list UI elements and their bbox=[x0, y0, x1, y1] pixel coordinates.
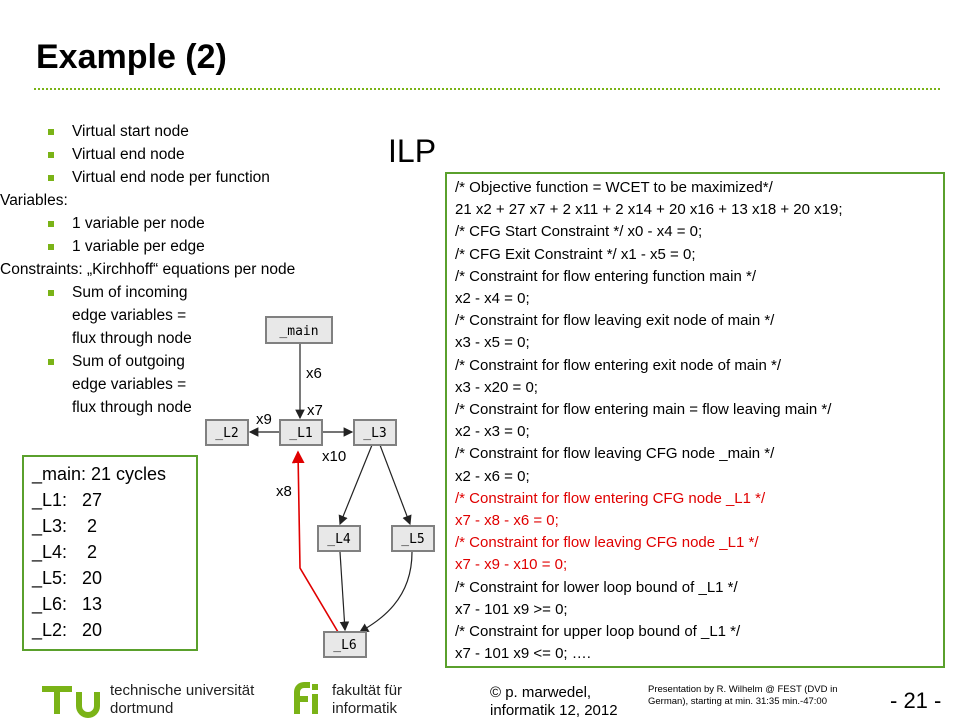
ilp-line: /* Constraint for upper loop bound of _L… bbox=[455, 623, 741, 640]
title-divider bbox=[34, 88, 940, 92]
author-line-1: © p. marwedel, bbox=[490, 684, 592, 701]
svg-text:dortmund: dortmund bbox=[110, 700, 173, 717]
cfg-node-label: _L3 bbox=[363, 426, 386, 441]
bullet-item: Sum of incoming bbox=[48, 284, 187, 302]
cfg-node-label: _L2 bbox=[215, 426, 238, 441]
bullet-item: edge variables = bbox=[72, 307, 187, 324]
bullet-item: 1 variable per node bbox=[48, 215, 205, 233]
ilp-line: /* Constraint for flow entering exit nod… bbox=[455, 356, 782, 374]
edge-label-x8: x8 bbox=[276, 483, 292, 500]
ilp-heading: ILP bbox=[388, 133, 437, 169]
fi-logo: fakultät für informatik bbox=[294, 682, 402, 717]
ilp-line: x3 - x20 = 0; bbox=[455, 378, 538, 396]
bullet-item: 1 variable per edge bbox=[48, 238, 205, 256]
bullet-item: Virtual end node bbox=[48, 146, 185, 164]
ilp-line: /* Objective function = WCET to be maxim… bbox=[455, 179, 773, 196]
ilp-line: /* Constraint for flow entering function… bbox=[455, 267, 756, 285]
ilp-line: x2 - x4 = 0; bbox=[455, 290, 530, 307]
ilp-line: x3 - x5 = 0; bbox=[455, 334, 530, 352]
section-label: Constraints: „Kirchhoff“ equations per n… bbox=[0, 261, 296, 278]
cycle-cost-line: _main: 21 cycles bbox=[32, 464, 167, 484]
ilp-line: /* Constraint for flow leaving exit node… bbox=[455, 312, 775, 330]
ilp-line-highlighted: x7 - x9 - x10 = 0; bbox=[455, 556, 568, 574]
edge-l3-l5 bbox=[379, 444, 412, 526]
bullet-item: edge variables = bbox=[72, 376, 187, 393]
cfg-node-label: _L4 bbox=[327, 532, 351, 547]
bullet-item: flux through node bbox=[72, 399, 192, 416]
ilp-line: x2 - x6 = 0; bbox=[455, 467, 530, 485]
cfg-node-l5: _L5 bbox=[391, 525, 435, 552]
tu-dortmund-logo: technische universität dortmund bbox=[42, 682, 255, 718]
ilp-line: x2 - x3 = 0; bbox=[455, 423, 530, 441]
bullet-item: Virtual start node bbox=[48, 123, 189, 141]
cycle-cost-line: _L5: 20 bbox=[32, 568, 103, 588]
ilp-line: x7 - 101 x9 >= 0; bbox=[455, 600, 568, 618]
cfg-node-label: _L6 bbox=[333, 638, 356, 653]
bullet-item: flux through node bbox=[72, 330, 192, 347]
slide-title: Example (2) bbox=[36, 38, 227, 76]
cycle-cost-line: _L4: 2 bbox=[32, 542, 98, 562]
edge-l6-l1-highlight bbox=[291, 450, 339, 633]
ilp-line-highlighted: x7 - x8 - x6 = 0; bbox=[455, 512, 559, 529]
ilp-line: /* Constraint for flow leaving CFG node … bbox=[455, 445, 775, 463]
cfg-node-l6: _L6 bbox=[323, 631, 367, 658]
cfg-diagram: _main _L1 _L2 _L3 _L4 _L5 _L6 x6 x7 x9 x… bbox=[205, 316, 435, 658]
bullet-item: Sum of outgoing bbox=[48, 353, 185, 371]
page-number: - 21 - bbox=[890, 688, 942, 713]
svg-text:fakultät für: fakultät für bbox=[332, 682, 402, 699]
svg-text:informatik: informatik bbox=[332, 700, 398, 717]
section-label: Variables: bbox=[0, 192, 68, 209]
edge-label-x9: x9 bbox=[256, 411, 272, 428]
ilp-line: 21 x2 + 27 x7 + 2 x11 + 2 x14 + 20 x16 +… bbox=[455, 201, 843, 219]
ilp-line: x7 - 101 x9 <= 0; …. bbox=[455, 645, 591, 663]
cycle-cost-line: _L3: 2 bbox=[32, 516, 98, 536]
cycle-cost-line: _L1: 27 bbox=[32, 490, 103, 510]
ilp-code-box: /* Objective function = WCET to be maxim… bbox=[445, 172, 945, 668]
author-line-2: informatik 12, 2012 bbox=[490, 702, 618, 719]
ilp-line-highlighted: /* Constraint for flow leaving CFG node … bbox=[455, 534, 759, 552]
edge-l4-l6 bbox=[339, 551, 350, 632]
edge-label-x7: x7 bbox=[307, 402, 323, 419]
cfg-node-l1: _L1 bbox=[279, 419, 323, 446]
cfg-node-label: _main bbox=[279, 324, 318, 339]
ilp-line: /* Constraint for flow entering main = f… bbox=[455, 401, 832, 418]
cfg-node-label: _L1 bbox=[289, 426, 312, 441]
cycle-cost-line: _L2: 20 bbox=[32, 620, 103, 640]
edge-label-x10: x10 bbox=[322, 448, 346, 465]
ilp-line: /* Constraint for lower loop bound of _L… bbox=[455, 578, 738, 596]
cycle-costs-box: _main: 21 cycles _L1: 27 _L3: 2 _L4: 2 _L5: … bbox=[22, 455, 198, 651]
presentation-note: Presentation by R. Wilhelm @ FEST (DVD i… bbox=[648, 684, 838, 707]
cfg-node-l4: _L4 bbox=[317, 525, 361, 552]
edge-label-x6: x6 bbox=[306, 365, 322, 382]
cfg-node-main: _main bbox=[265, 316, 333, 344]
ilp-line-highlighted: /* Constraint for flow entering CFG node… bbox=[455, 489, 766, 507]
ilp-line: /* CFG Exit Constraint */ x1 - x5 = 0; bbox=[455, 245, 696, 263]
ilp-line: /* CFG Start Constraint */ x0 - x4 = 0; bbox=[455, 223, 703, 241]
cycle-cost-line: _L6: 13 bbox=[32, 594, 103, 614]
bullet-item: Virtual end node per function bbox=[48, 169, 270, 187]
cfg-node-l3: _L3 bbox=[353, 419, 397, 446]
svg-text:technische universität: technische universität bbox=[110, 682, 255, 699]
edge-l5-l6 bbox=[358, 551, 413, 633]
cfg-node-label: _L5 bbox=[401, 532, 424, 547]
cfg-node-l2: _L2 bbox=[205, 419, 249, 446]
edge-l3-l4 bbox=[338, 444, 373, 526]
